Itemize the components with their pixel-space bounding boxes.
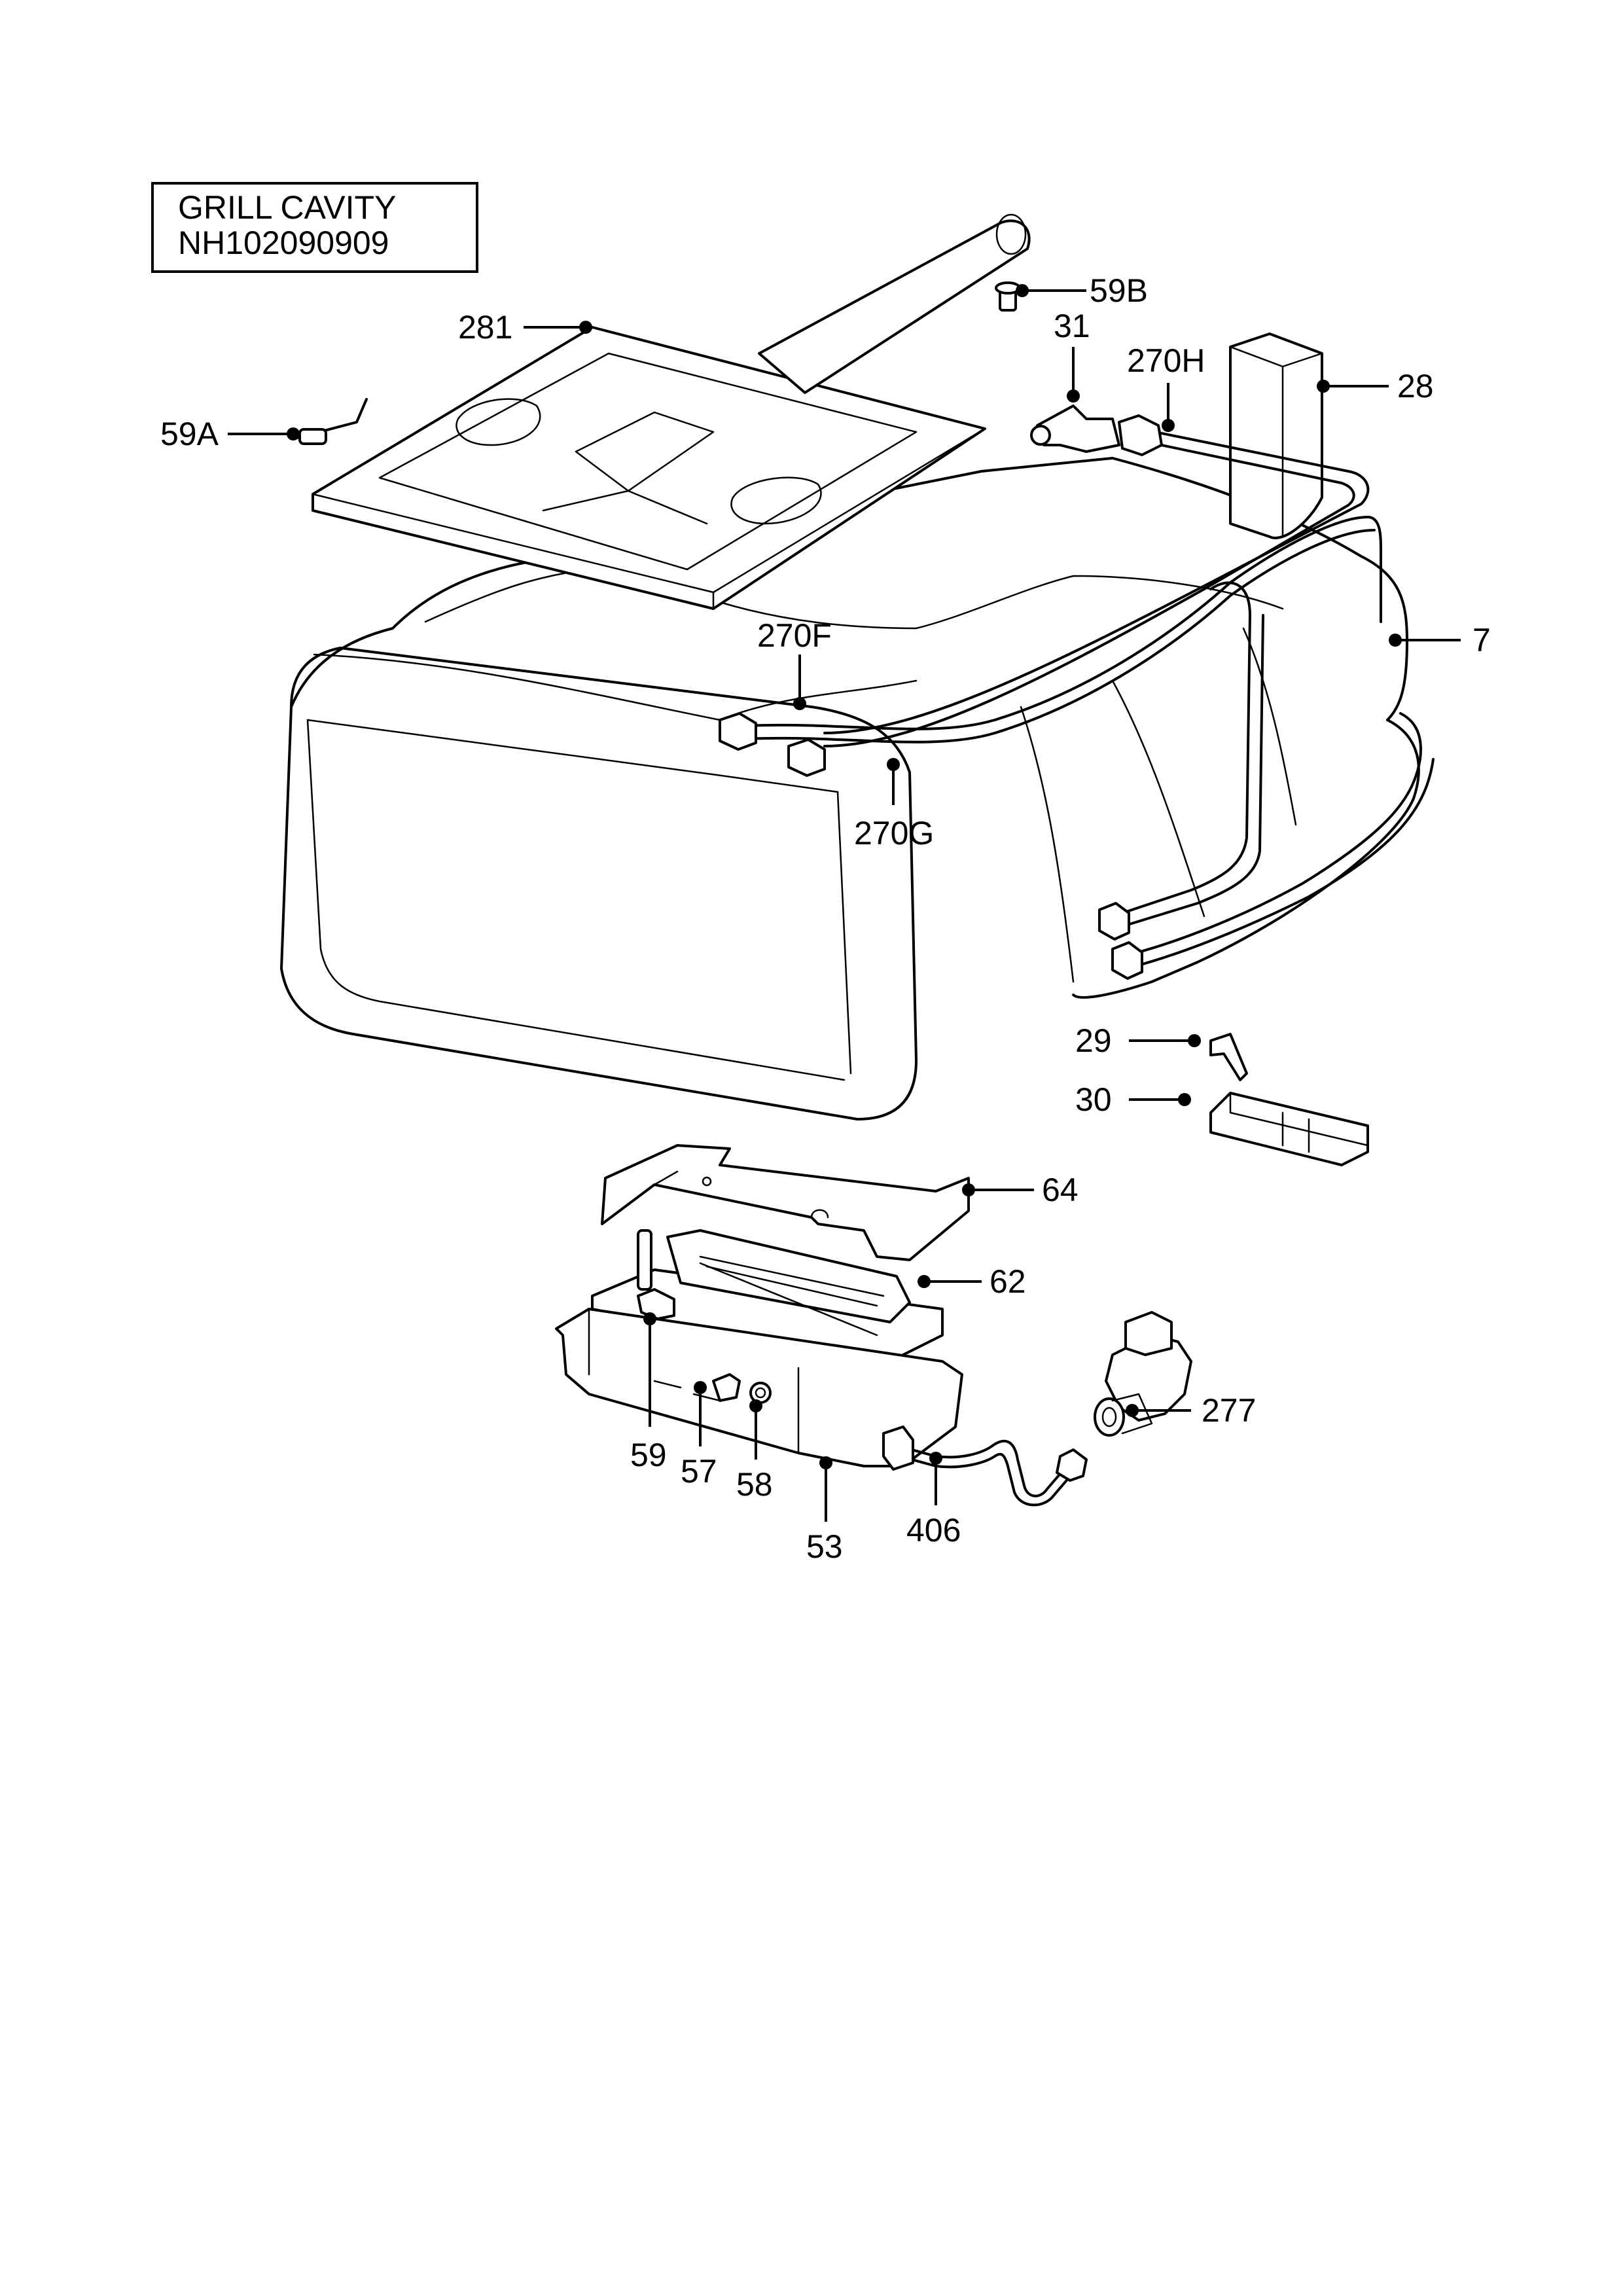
callout-62: 62	[990, 1263, 1026, 1300]
callout-270g: 270G	[854, 815, 934, 852]
callout-58: 58	[736, 1466, 773, 1503]
bracket-30	[1209, 1092, 1369, 1166]
callout-59: 59	[630, 1437, 667, 1473]
callout-dot-270h	[1162, 419, 1175, 432]
callout-57: 57	[681, 1453, 717, 1490]
callout-dot-277	[1126, 1404, 1139, 1417]
callout-28: 28	[1397, 368, 1434, 404]
washer-58	[749, 1382, 772, 1404]
flue-duct-28	[1229, 332, 1323, 539]
injector-57	[712, 1373, 741, 1402]
grill-plate	[312, 213, 1031, 610]
callout-dot-30	[1178, 1093, 1191, 1106]
callout-53: 53	[806, 1528, 843, 1565]
callout-dot-281	[579, 321, 592, 334]
callouts: 281 59B 31 270H 28 59A 7 270F 270G 29 30	[160, 272, 1491, 1565]
callout-64: 64	[1042, 1172, 1079, 1208]
callout-7: 7	[1472, 622, 1491, 658]
callout-dot-406	[929, 1452, 942, 1465]
gas-pipe-406	[882, 1426, 1088, 1507]
callout-dot-270g	[887, 758, 900, 771]
callout-31: 31	[1054, 308, 1090, 344]
callout-59a: 59A	[160, 416, 219, 452]
callout-270f: 270F	[757, 617, 832, 654]
title-line-2: NH102090909	[178, 224, 389, 261]
title-line-1: GRILL CAVITY	[178, 189, 396, 226]
callout-dot-28	[1317, 380, 1330, 393]
callout-dot-57	[694, 1381, 707, 1394]
callout-406: 406	[906, 1512, 961, 1549]
callout-dot-31	[1067, 389, 1080, 403]
callout-dot-58	[749, 1399, 762, 1412]
bracket-29	[1209, 1033, 1248, 1081]
thermocouple-59a	[293, 398, 368, 445]
title-box: GRILL CAVITY NH102090909	[151, 182, 478, 273]
callout-dot-29	[1188, 1034, 1201, 1047]
callout-dot-59	[643, 1312, 656, 1325]
callout-dot-270f	[793, 697, 806, 710]
callout-dot-62	[918, 1275, 931, 1288]
elbow-fitting-31	[1030, 404, 1120, 453]
callout-dot-64	[962, 1183, 975, 1196]
callout-dot-53	[819, 1456, 832, 1469]
callout-dot-7	[1389, 634, 1402, 647]
electrode-59	[637, 1288, 675, 1320]
callout-59b: 59B	[1090, 272, 1148, 309]
callout-281: 281	[458, 309, 512, 346]
screw-59b	[995, 281, 1021, 312]
callout-270h: 270H	[1127, 342, 1205, 379]
gas-tubes	[719, 414, 1435, 980]
heat-shield-64	[601, 1144, 970, 1261]
cavity-shell	[280, 457, 1420, 1121]
callout-dot-59a	[287, 427, 300, 440]
callout-30: 30	[1075, 1081, 1112, 1118]
gas-valve-277	[1094, 1311, 1192, 1437]
callout-29: 29	[1075, 1022, 1112, 1059]
callout-277: 277	[1202, 1392, 1256, 1429]
callout-dot-59b	[1016, 284, 1029, 297]
